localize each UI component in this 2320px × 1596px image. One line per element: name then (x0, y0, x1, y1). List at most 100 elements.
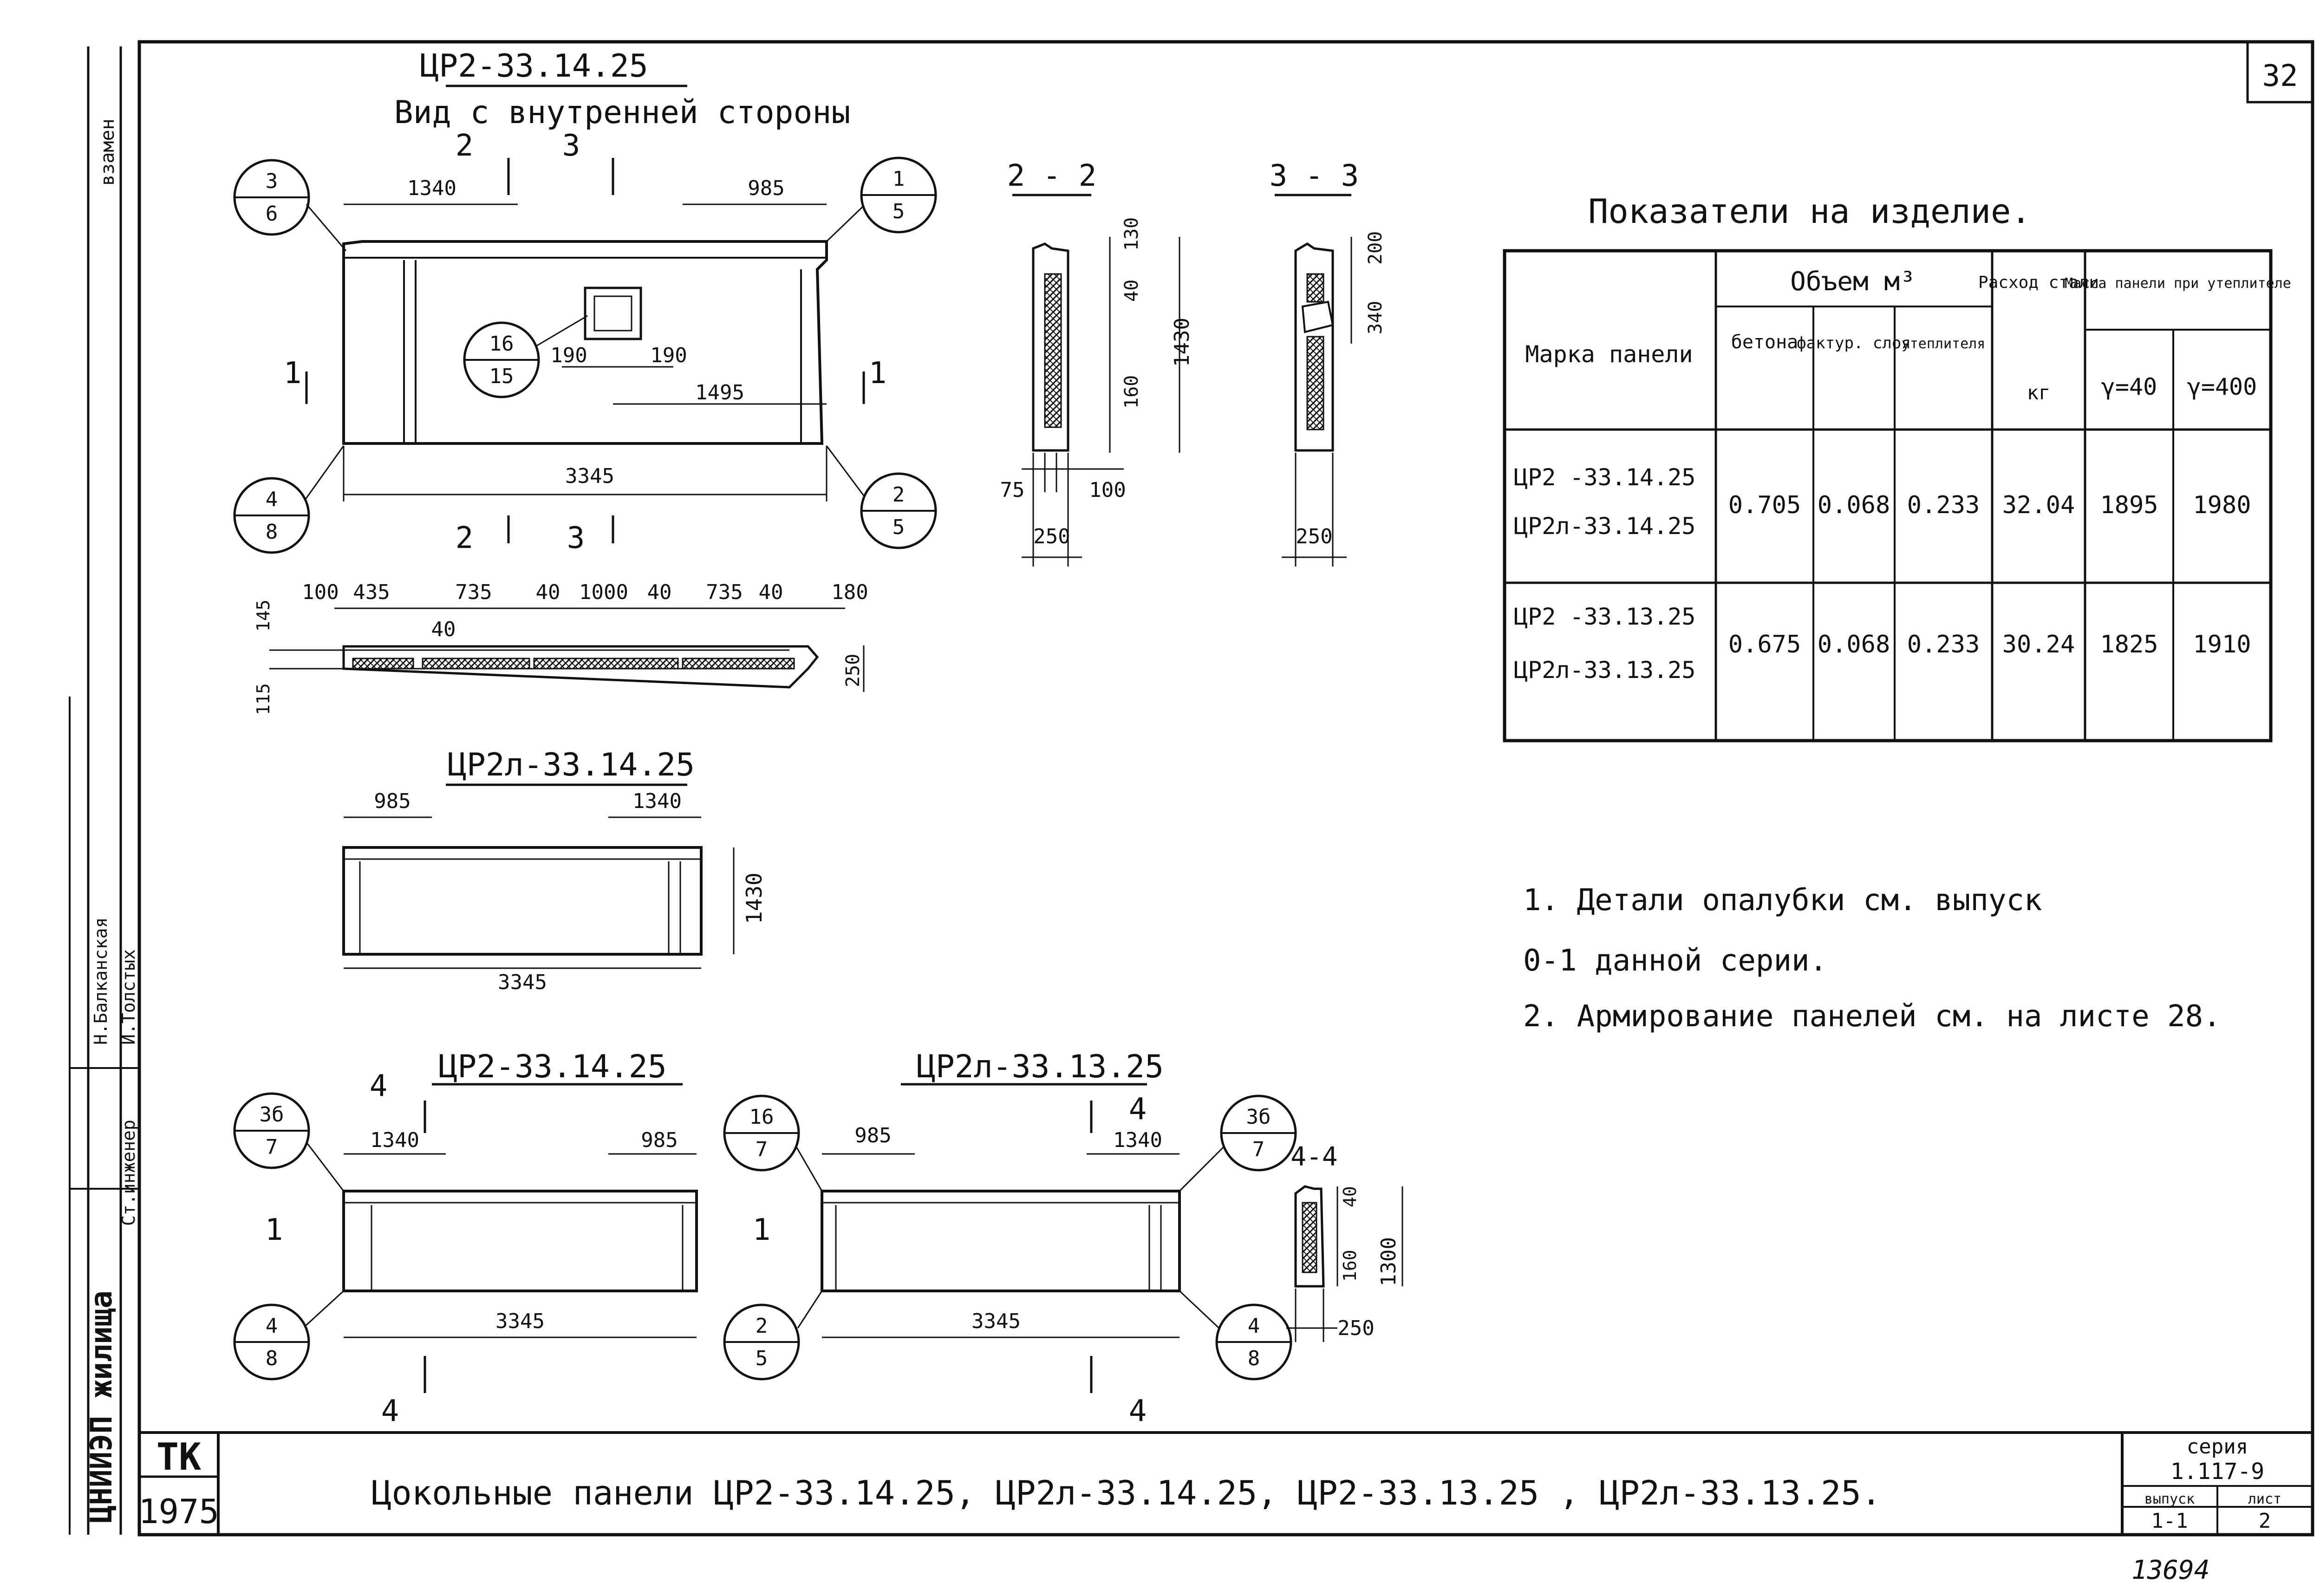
view4-dim-left: 985 (854, 1124, 891, 1147)
view2-dim-length: 3345 (498, 971, 547, 994)
indicators-table: Показатели на изделие. Марка панели Объе… (1503, 192, 2291, 743)
view4-callout-3-top: 2 (756, 1314, 768, 1338)
view3-callout-1-bot: 7 (266, 1135, 278, 1159)
sheet-label: лист (2248, 1491, 2281, 1507)
table-col-mark: Марка панели (1525, 341, 1693, 368)
view4-callout-1-bot: 7 (756, 1138, 768, 1161)
section22-dim-total: 1430 (1170, 318, 1194, 367)
page-number: 32 (2262, 59, 2298, 93)
view1-callout-4-top: 4 (266, 488, 278, 511)
view1-callout-2-bot: 5 (893, 200, 905, 223)
view4-callout-4-top: 4 (1248, 1314, 1260, 1338)
plan-dim-1: 100 (302, 580, 339, 604)
view3-callout-1-top: 3б (260, 1103, 284, 1127)
series-label: серия (2187, 1435, 2248, 1459)
table-row2-faktur: 0.068 (1818, 631, 1890, 658)
view4-callout-2-top: 3б (1246, 1105, 1271, 1129)
side-text-org: ЦНИИЭП жилища (85, 1290, 119, 1523)
view2-dim-height: 1430 (742, 873, 767, 924)
table-row1-uteplit: 0.233 (1907, 491, 1980, 519)
view1-dim-hole-a: 190 (550, 344, 587, 367)
view2-dim-right: 1340 (632, 789, 682, 813)
view4-callout-4-bot: 8 (1248, 1347, 1260, 1370)
plan-dim-inner: 40 (431, 618, 456, 641)
view3-callout-2-bot: 8 (266, 1347, 278, 1370)
view3-sec-bot: 4 (381, 1394, 399, 1428)
table-row2-beton: 0.675 (1728, 631, 1801, 658)
view4-callout-3: 2 5 (723, 1290, 823, 1381)
view1-callout-4-bot: 8 (266, 520, 278, 544)
plan-dim-4: 40 (536, 580, 560, 604)
section44-title: 4-4 (1290, 1142, 1337, 1172)
section22-dim-a: 40 (1121, 280, 1142, 302)
side-text-mid2: И.Толстых (118, 949, 139, 1045)
section22-dim-w1: 75 (1000, 478, 1025, 502)
view1-dim-length: 3345 (565, 464, 614, 488)
table-col-mass-b: γ=400 (2187, 373, 2257, 400)
view4-callout-3-bot: 5 (756, 1347, 768, 1370)
view1-subtitle: Вид с внутренней стороны (394, 94, 851, 131)
plan-dim-height: 250 (842, 654, 864, 687)
sheet-code: ТК (156, 1435, 201, 1479)
view1-sec-bot-b: 3 (567, 521, 585, 555)
view1-callout-4: 4 8 (233, 445, 345, 554)
note-1a: 1. Детали опалубки см. выпуск (1523, 883, 2042, 918)
sheet-title: Цокольные панели ЦР2-33.14.25, ЦР2л-33.1… (371, 1473, 1881, 1512)
view1-dim-hole-b: 190 (650, 344, 687, 367)
section-3-3: 3 - 3 200 340 250 (1270, 159, 1386, 567)
sheet-year: 1975 (138, 1492, 219, 1531)
sheet-value: 2 (2259, 1509, 2271, 1533)
table-row1-mark2: ЦР2л-33.14.25 (1514, 513, 1695, 540)
table-row2-mass-b: 1910 (2193, 631, 2251, 658)
note-1b: 0-1 данной серии. (1523, 944, 1827, 978)
section33-title: 3 - 3 (1270, 159, 1359, 193)
table-row2-mark2: ЦР2л-33.13.25 (1514, 657, 1695, 684)
view3-dim-length: 3345 (495, 1309, 545, 1333)
view1-callout-2: 1 5 (826, 156, 937, 242)
view1-callout-3-bot: 15 (489, 365, 514, 388)
view3-callout-2-top: 4 (266, 1314, 278, 1338)
section33-dim-top: 200 (1365, 231, 1386, 265)
plan-dim-5: 1000 (579, 580, 628, 604)
section22-dim-width: 250 (1033, 525, 1070, 548)
view1-mark: ЦР2-33.14.25 (420, 48, 648, 85)
view2-panel: ЦР2л-33.14.25 985 1340 1430 3345 (342, 747, 767, 994)
section44-dim-width: 250 (1337, 1316, 1374, 1340)
view4-callout-2: 3б 7 (1179, 1094, 1297, 1192)
series-value: 1.117-9 (2170, 1459, 2264, 1485)
section22-dim-w2: 100 (1089, 478, 1126, 502)
issue-value: 1-1 (2151, 1509, 2188, 1533)
table-col-uteplit: утеплителя (1902, 336, 1986, 352)
view3-callout-2: 4 8 (233, 1290, 345, 1381)
view3-sec-side-r: 1 (753, 1213, 771, 1247)
view1-sec-top-a: 2 (456, 129, 474, 163)
view1-sec-side-r: 1 (869, 356, 887, 391)
view1-sec-side-l: 1 (284, 356, 302, 391)
section-2-2: 2 - 2 130 40 1430 160 75 100 250 (1000, 159, 1194, 567)
side-text-mid1: Н.Балканская (91, 917, 111, 1045)
table-col-volume: Объем м³ (1790, 267, 1916, 297)
view1-panel: ЦР2-33.14.25 Вид с внутренней стороны 1 3… (233, 48, 937, 555)
sheet-frame (69, 40, 2314, 1537)
view3-sec-side-l: 1 (265, 1213, 283, 1247)
plan-dim-7: 735 (706, 580, 743, 604)
view1-callout-2-top: 1 (893, 167, 905, 191)
plan-dim-left-bot: 115 (253, 683, 274, 715)
table-row2-mark1: ЦР2 -33.13.25 (1514, 603, 1695, 630)
table-title: Показатели на изделие. (1588, 192, 2031, 231)
side-stamp: взамен Н.Балканская И.Толстых Ст.инженер… (85, 119, 139, 1524)
view3-callout-1: 3б 7 (233, 1092, 345, 1192)
section33-dim-width: 250 (1296, 525, 1332, 548)
table-row2-uteplit: 0.233 (1907, 631, 1980, 658)
table-row1-faktur: 0.068 (1818, 491, 1890, 519)
table-row1-mass-a: 1895 (2100, 491, 2158, 519)
view1-dim-hole-pos: 1495 (695, 381, 744, 404)
table-row: ЦР2 -33.13.25 ЦР2л-33.13.25 0.675 0.068 … (1514, 603, 2251, 684)
table-col-steel: Расход стали (1978, 273, 2099, 292)
plan-dim-left-top: 145 (253, 599, 274, 632)
view4-sec-top: 4 (1129, 1092, 1147, 1127)
section44-dim-b: 160 (1340, 1250, 1360, 1282)
plan-dim-6: 40 (647, 580, 672, 604)
issue-label: выпуск (2144, 1491, 2195, 1507)
